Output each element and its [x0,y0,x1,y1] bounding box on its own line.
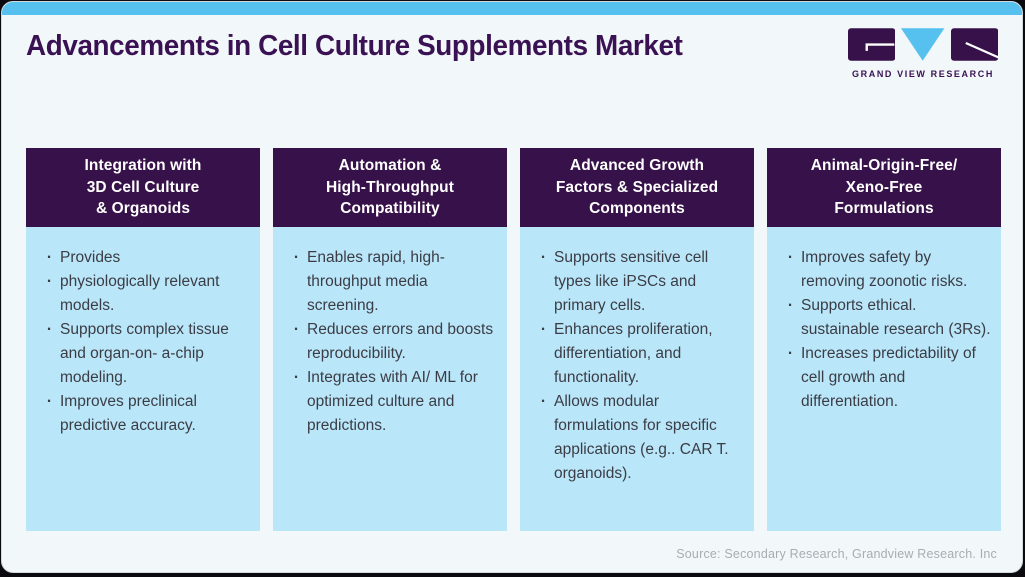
bullet-dot-icon: · [46,393,53,410]
bullet-text: Improves preclinical predictive accuracy… [60,393,197,434]
bullet-item: · Enables rapid, high- throughput media s… [293,246,497,318]
logo-v-icon [901,28,945,61]
bullet-text: Enables rapid, high- throughput media sc… [307,249,445,314]
gvr-logo: GRAND VIEW RESEARCH [848,28,998,79]
bullet-text: Increases predictability of cell growth … [801,345,976,410]
bullet-text: Integrates with AI/ ML for optimized cul… [307,369,478,434]
bullet-item: · physiologically relevant models. [46,270,250,318]
bullet-dot-icon: · [540,321,547,338]
gvr-logo-marks [848,28,998,62]
gvr-logo-text: GRAND VIEW RESEARCH [852,69,994,79]
bullet-text: physiologically relevant models. [60,273,220,314]
bullet-text: Allows modular formulations for specific… [554,393,729,482]
bullet-dot-icon: · [540,249,547,266]
bullet-text: Supports complex tissue and organ-on- a-… [60,321,229,386]
column-body: · Provides · physiologically relevant model… [26,227,260,531]
bullet-dot-icon: · [293,321,300,338]
source-note: Source: Secondary Research, Grandview Re… [676,547,997,561]
column-body: · Improves safety by removing zoonotic ri… [767,227,1001,531]
bullet-item: · Provides [46,246,250,270]
bullet-list: · Enables rapid, high- throughput media s… [293,246,497,438]
bullet-dot-icon: · [46,321,53,338]
bullet-list: · Supports sensitive cell types like iPSC… [540,246,744,486]
bullet-dot-icon: · [46,249,53,266]
bullet-item: · Supports sensitive cell types like iPSC… [540,246,744,318]
bullet-dot-icon: · [293,249,300,266]
bullet-item: · Reduces errors and boosts reproducibili… [293,318,497,366]
logo-r-icon [950,28,998,61]
bullet-dot-icon: · [540,393,547,410]
column-body: · Enables rapid, high- throughput media s… [273,227,507,531]
logo-g-icon [848,28,896,61]
bullet-dot-icon: · [293,369,300,386]
bullet-dot-icon: · [787,249,794,266]
bullet-item: · Improves preclinical predictive accurac… [46,390,250,438]
bullet-text: Reduces errors and boosts reproducibilit… [307,321,494,362]
bullet-item: · Increases predictability of cell growth… [787,342,991,414]
bullet-dot-icon: · [787,345,794,362]
bullet-text: Supports sensitive cell types like iPSCs… [554,249,709,314]
bullet-item: · Allows modular formulations for specifi… [540,390,744,486]
bullet-item: · Enhances proliferation, differentiation… [540,318,744,390]
column-body: · Supports sensitive cell types like iPSC… [520,227,754,531]
top-accent-bar [2,2,1022,15]
bullet-dot-icon: · [787,297,794,314]
bullet-item: · Supports ethical. sustainable research … [787,294,991,342]
bullet-text: Provides [60,249,121,266]
bullet-dot-icon: · [46,273,53,290]
bullet-text: Supports ethical. sustainable research (… [801,297,991,338]
header-row: Advancements in Cell Culture Supplements… [2,15,1022,79]
bullet-item: · Improves safety by removing zoonotic ri… [787,246,991,294]
bullet-list: · Improves safety by removing zoonotic ri… [787,246,991,414]
bullet-text: Improves safety by removing zoonotic ris… [801,249,968,290]
bullet-item: · Supports complex tissue and organ-on- a… [46,318,250,390]
bullet-list: · Provides · physiologically relevant model… [46,246,250,438]
bullet-item: · Integrates with AI/ ML for optimized cu… [293,366,497,438]
bullet-text: Enhances proliferation, differentiation,… [554,321,713,386]
page-title: Advancements in Cell Culture Supplements… [26,30,683,62]
